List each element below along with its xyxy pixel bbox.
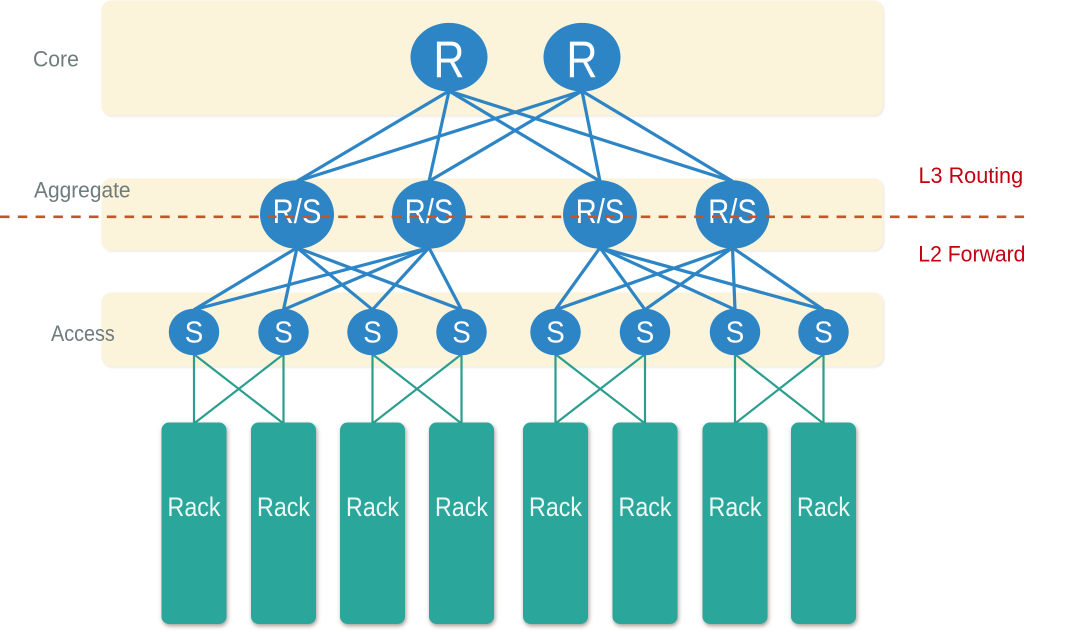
svg-text:L3 Routing: L3 Routing (919, 163, 1024, 188)
svg-text:Rack: Rack (709, 492, 762, 522)
svg-text:R: R (566, 32, 597, 90)
svg-text:Rack: Rack (619, 492, 672, 522)
svg-text:S: S (546, 315, 564, 350)
svg-text:Rack: Rack (346, 492, 399, 522)
svg-text:L2 Forward: L2 Forward (918, 241, 1025, 267)
svg-text:R/S: R/S (405, 192, 454, 231)
svg-text:R/S: R/S (708, 192, 757, 231)
svg-text:Aggregate: Aggregate (34, 177, 131, 203)
svg-text:Rack: Rack (435, 492, 488, 522)
svg-text:S: S (636, 315, 654, 350)
svg-text:S: S (814, 315, 832, 350)
svg-text:R: R (433, 32, 464, 90)
svg-text:Rack: Rack (257, 492, 310, 522)
svg-text:S: S (274, 315, 292, 350)
svg-text:Rack: Rack (797, 492, 850, 522)
svg-text:S: S (363, 315, 381, 350)
svg-text:Core: Core (33, 46, 79, 72)
svg-text:S: S (185, 315, 203, 350)
svg-text:R/S: R/S (273, 192, 322, 231)
svg-text:S: S (452, 315, 470, 350)
svg-text:S: S (726, 315, 744, 350)
svg-text:Access: Access (51, 322, 115, 346)
svg-text:Rack: Rack (168, 492, 221, 522)
svg-text:R/S: R/S (576, 192, 625, 231)
svg-text:Rack: Rack (529, 492, 582, 522)
